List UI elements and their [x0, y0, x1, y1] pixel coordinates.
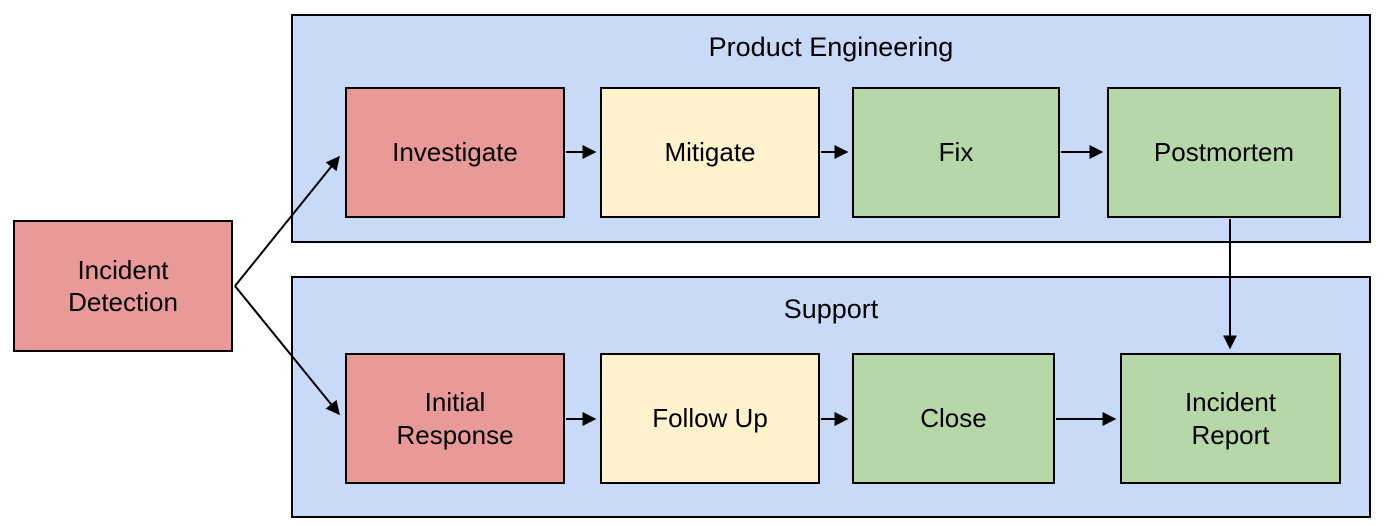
lane-title-product-engineering: Product Engineering — [708, 32, 954, 62]
node-incident-detection: Incident Detection — [13, 220, 233, 352]
node-mitigate: Mitigate — [600, 87, 820, 218]
node-postmortem: Postmortem — [1107, 87, 1341, 218]
node-incident-report: Incident Report — [1120, 353, 1341, 484]
lane-title-support: Support — [783, 294, 879, 324]
node-follow-up: Follow Up — [600, 353, 820, 484]
node-initial-response: Initial Response — [345, 353, 565, 484]
node-fix: Fix — [852, 87, 1060, 218]
node-investigate: Investigate — [345, 87, 565, 218]
node-close: Close — [852, 353, 1055, 484]
